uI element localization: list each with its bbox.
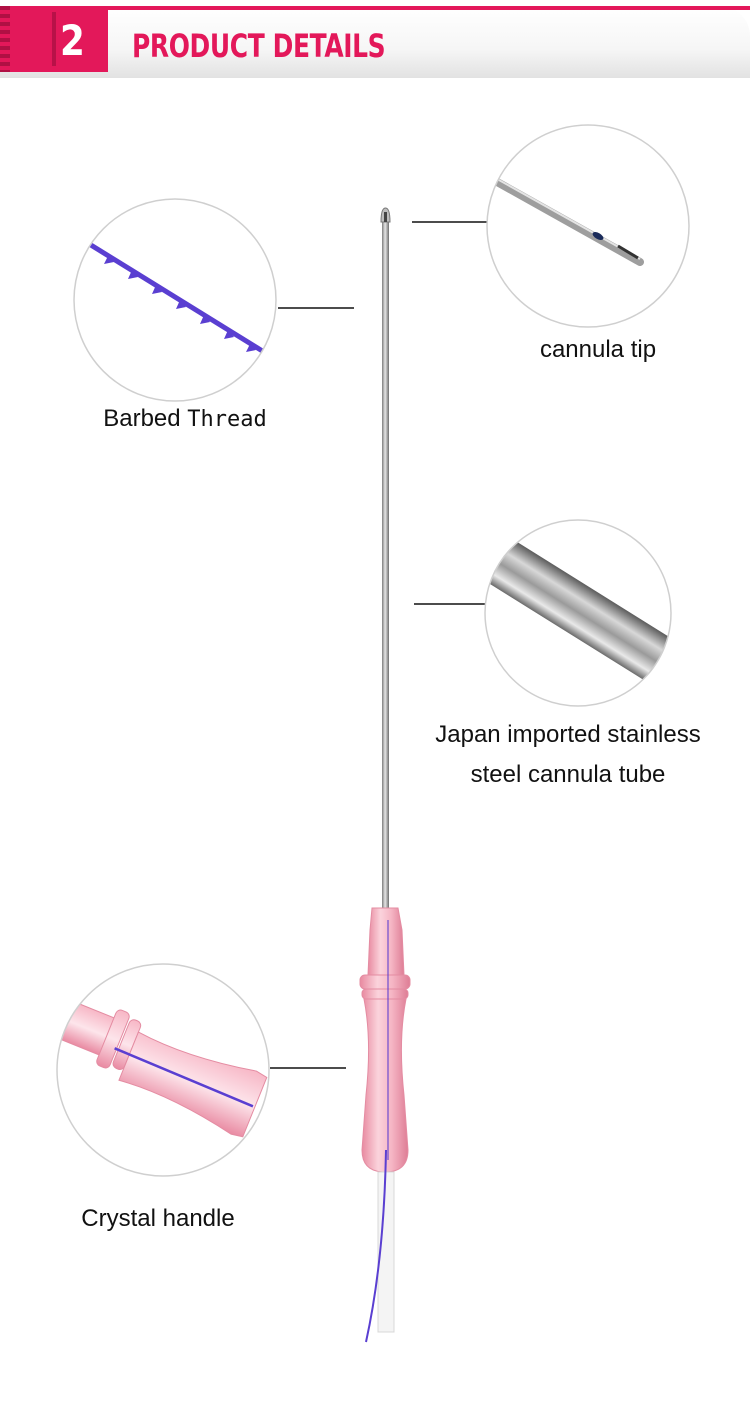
label-thread-word: Thread	[187, 407, 267, 432]
label-crystal-handle: Crystal handle	[81, 1205, 235, 1232]
header-background	[0, 6, 750, 78]
badge-notch-edge	[0, 6, 10, 72]
section-number: 2	[60, 16, 85, 65]
zoom-cannula-tip	[486, 124, 690, 328]
zoom-crystal-handle	[56, 963, 270, 1177]
cannula-needle	[380, 207, 391, 908]
label-cannula-tube-line2: steel cannula tube	[470, 761, 666, 788]
label-barbed-thread: Barbed Thread	[90, 400, 280, 439]
section-number-badge: 2	[0, 6, 108, 72]
label-cannula-tip: cannula tip	[539, 336, 657, 363]
badge-divider	[52, 12, 56, 66]
zoom-cannula-tube	[484, 519, 672, 707]
label-cannula-tube-line1: Japan imported stainless	[435, 721, 701, 748]
header-accent-stripe	[108, 6, 750, 10]
label-barbed-word: Barbed	[103, 405, 181, 432]
section-header: 2 PRODUCT DETAILS	[0, 6, 750, 78]
crystal-handle-body	[359, 907, 411, 1333]
section-title: PRODUCT DETAILS	[132, 27, 386, 65]
thread-tail	[365, 1149, 387, 1343]
zoom-barbed-thread	[73, 198, 277, 402]
